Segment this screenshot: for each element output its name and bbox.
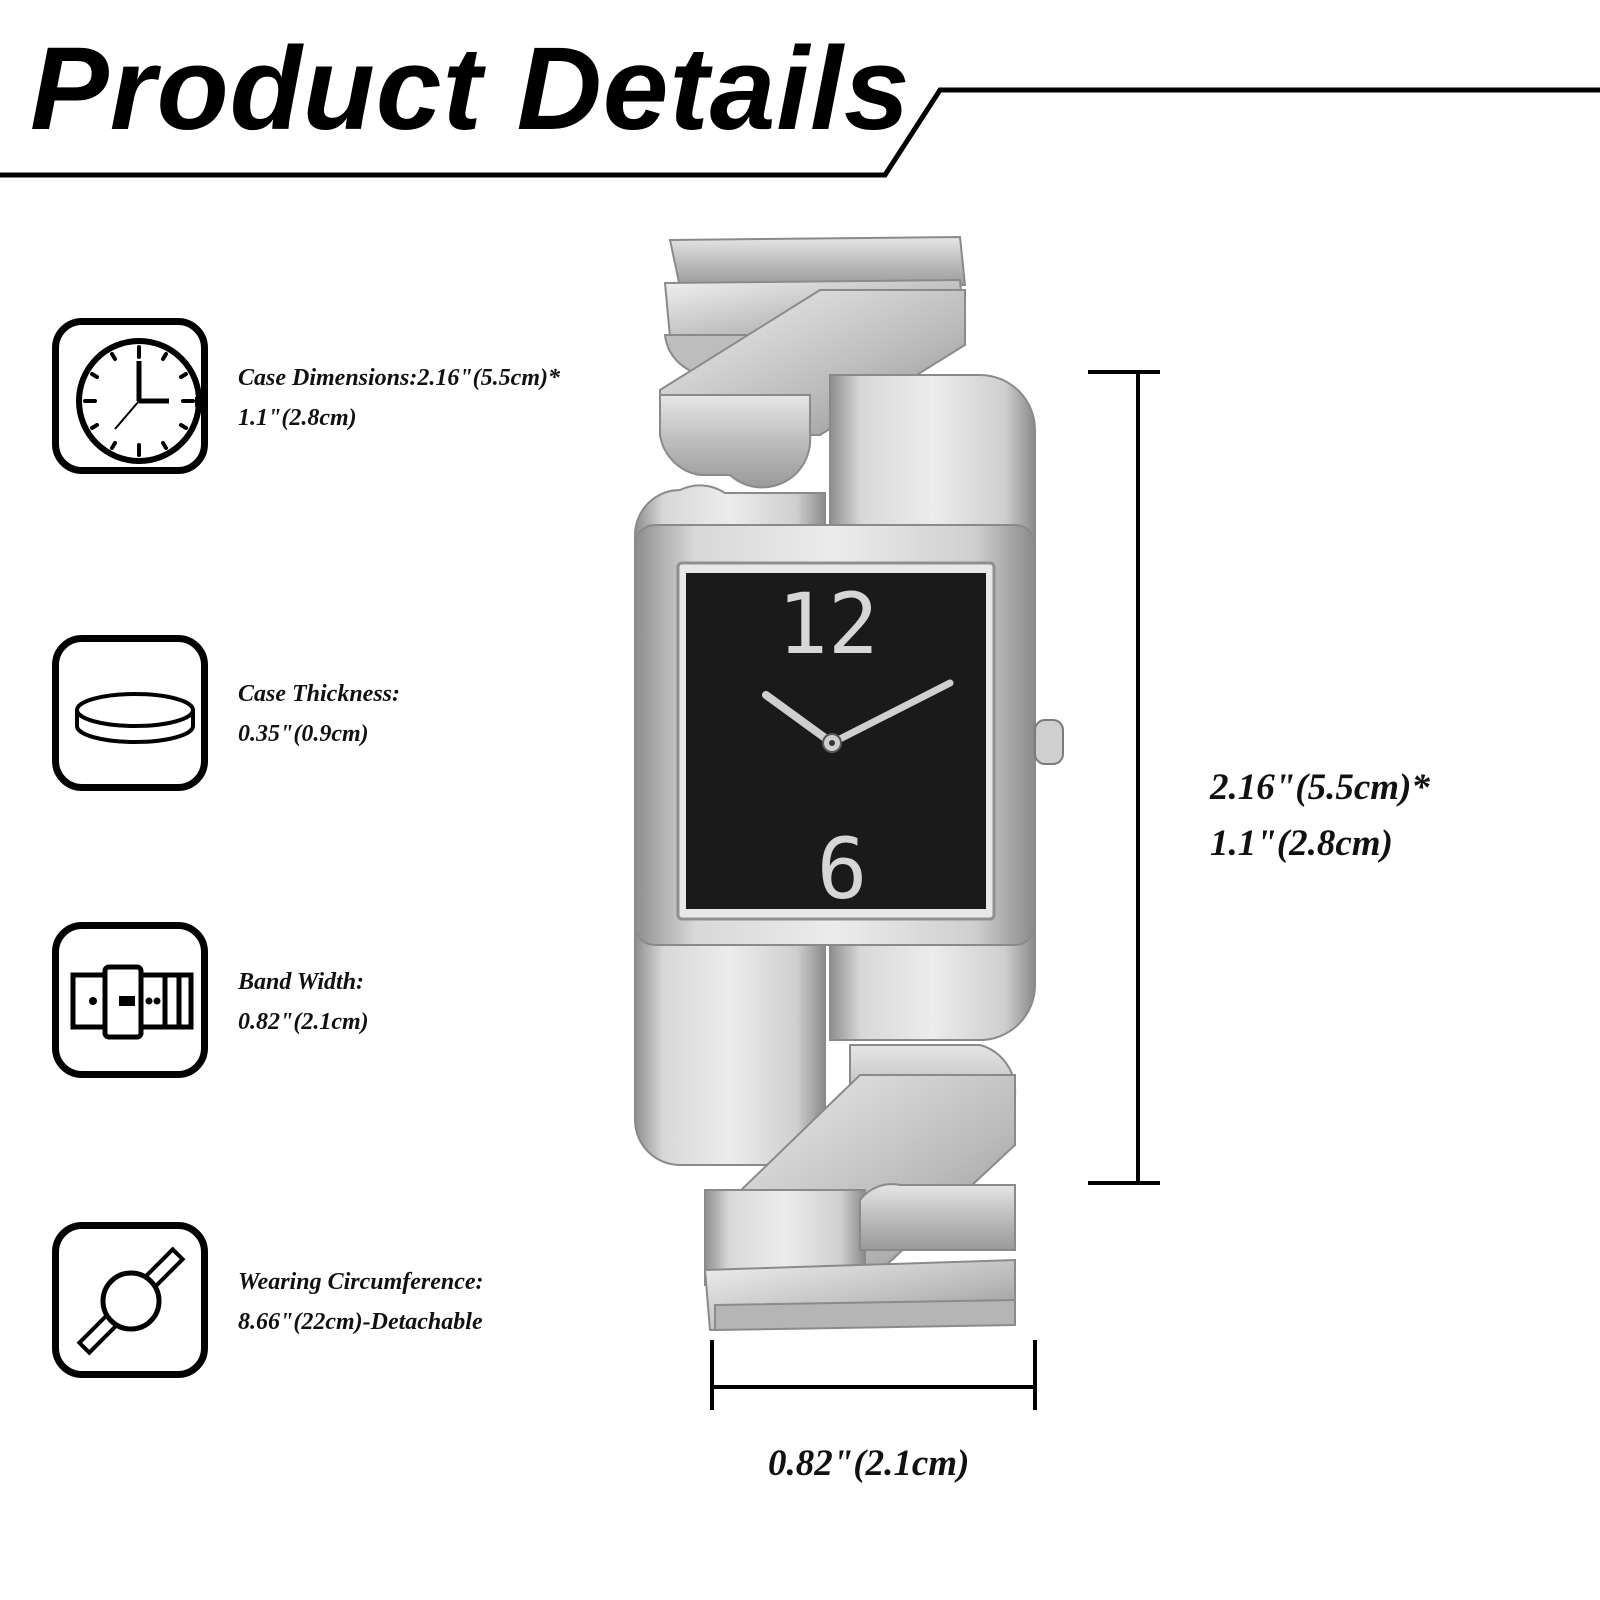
spec-case-dimensions: Case Dimensions:2.16"(5.5cm)* 1.1"(2.8cm… bbox=[238, 358, 560, 438]
height-dimension-line1: 2.16"(5.5cm)* bbox=[1210, 767, 1430, 808]
clock-icon bbox=[76, 338, 201, 464]
spec-wearing-circumference: Wearing Circumference: 8.66"(22cm)-Detac… bbox=[238, 1262, 484, 1342]
spec-label: Wearing Circumference: bbox=[238, 1269, 484, 1295]
spec-value: 0.35"(0.9cm) bbox=[238, 721, 369, 747]
wearing-circumference-icon bbox=[76, 1246, 186, 1356]
spec-label: Case Dimensions:2.16"(5.5cm)* bbox=[238, 365, 560, 391]
dial-numeral-12: 12 bbox=[777, 575, 878, 673]
dial-numeral-6: 6 bbox=[817, 820, 868, 918]
height-dimension-line2: 1.1"(2.8cm) bbox=[1210, 823, 1393, 864]
watch-image: 12 6 bbox=[634, 235, 1064, 1332]
spec-case-thickness: Case Thickness: 0.35"(0.9cm) bbox=[238, 674, 400, 754]
spec-label: Band Width: bbox=[238, 969, 365, 995]
spec-value: 8.66"(22cm)-Detachable bbox=[238, 1309, 483, 1335]
spec-label: Case Thickness: bbox=[238, 681, 400, 707]
header-rule bbox=[0, 87, 1600, 178]
hour-hand bbox=[762, 691, 836, 747]
spec-value: 0.82"(2.1cm) bbox=[238, 1009, 369, 1035]
page-title: Product Details bbox=[30, 23, 911, 155]
case-thickness-icon bbox=[75, 692, 195, 744]
belt-buckle-icon bbox=[70, 964, 194, 1040]
clock-icon-box bbox=[52, 318, 208, 474]
spec-band-width: Band Width: 0.82"(2.1cm) bbox=[238, 962, 369, 1042]
width-dimension-label: 0.82"(2.1cm) bbox=[768, 1443, 970, 1484]
height-dimension-label: 2.16"(5.5cm)* 1.1"(2.8cm) bbox=[1210, 760, 1430, 872]
spec-value: 1.1"(2.8cm) bbox=[238, 405, 357, 431]
belt-buckle-icon-box bbox=[52, 922, 208, 1078]
wearing-circumference-icon-box bbox=[52, 1222, 208, 1378]
minute-hand bbox=[828, 679, 954, 747]
case-thickness-icon-box bbox=[52, 635, 208, 791]
